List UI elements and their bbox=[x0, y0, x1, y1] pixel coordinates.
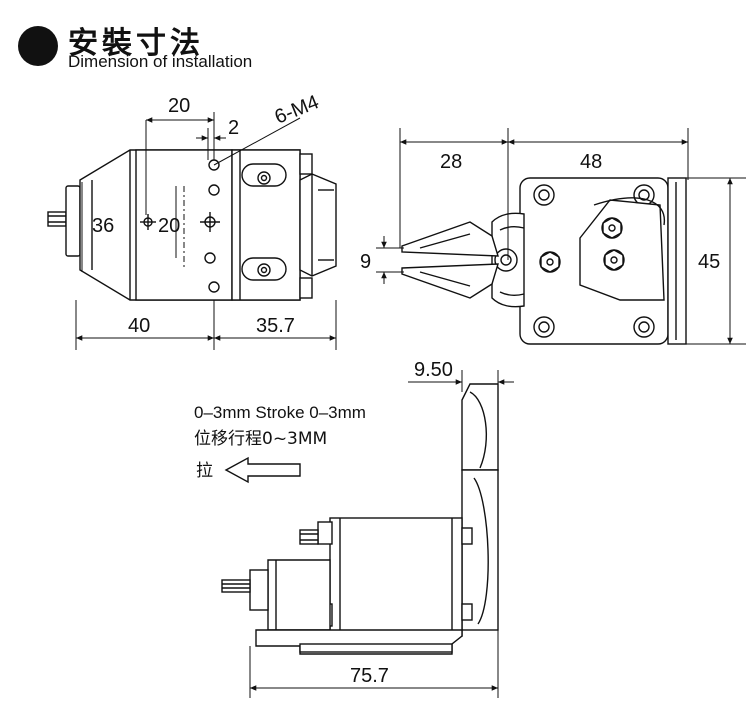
dim-front-36: 36 bbox=[92, 215, 114, 237]
page-header: 安裝寸法 Dimension of installation bbox=[18, 14, 338, 74]
dim-front-2: 2 bbox=[228, 117, 239, 139]
front-view bbox=[47, 112, 337, 350]
dim-side-28: 28 bbox=[440, 151, 462, 173]
stroke-note-en: 0–3mm Stroke 0–3mm bbox=[194, 403, 366, 422]
side-view bbox=[376, 128, 746, 345]
dim-front-35-7: 35.7 bbox=[256, 315, 295, 337]
stroke-note-cn: 位移行程0~3MM bbox=[194, 429, 327, 449]
pull-label: 拉 bbox=[196, 461, 213, 481]
dim-bottom-9-50: 9.50 bbox=[414, 359, 453, 381]
label-screws-6-m4: 6-M4 bbox=[272, 91, 323, 128]
page-title: 安裝寸法 bbox=[68, 26, 204, 61]
dim-front-40: 40 bbox=[128, 315, 150, 337]
dim-side-45: 45 bbox=[698, 251, 720, 273]
dim-front-top-20: 20 bbox=[168, 95, 190, 117]
dim-front-inner-20: 20 bbox=[158, 215, 180, 237]
dim-side-9: 9 bbox=[360, 251, 371, 273]
dim-bottom-75-7: 75.7 bbox=[350, 665, 389, 687]
page-subtitle: Dimension of installation bbox=[68, 52, 253, 71]
bullet-circle-icon bbox=[18, 26, 58, 66]
dim-side-48: 48 bbox=[580, 151, 602, 173]
bottom-view bbox=[221, 370, 514, 698]
